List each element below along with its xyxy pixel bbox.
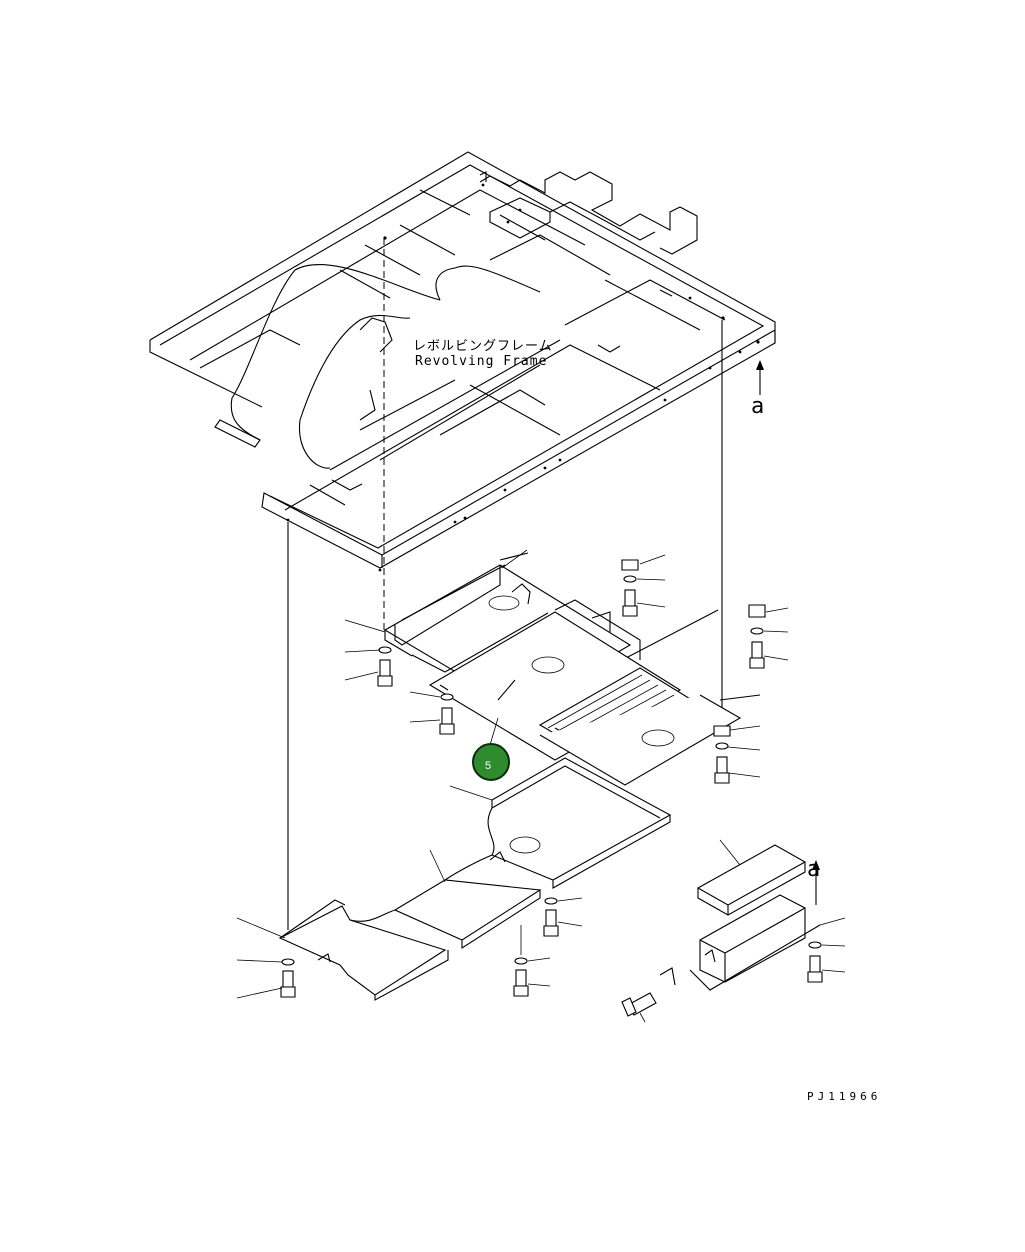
view-arrow-label-top: a [751, 394, 765, 419]
upper-cover-assembly [383, 552, 761, 786]
frame-label-japanese: レボルビングフレーム [413, 339, 553, 354]
battery-box [659, 844, 821, 991]
leader-lines [236, 549, 846, 1023]
lower-covers [278, 757, 672, 1001]
view-arrows [756, 360, 820, 905]
callout-marker-5[interactable]: 5 [472, 743, 510, 781]
revolving-frame [149, 151, 776, 572]
view-arrow-label-bottom: a [807, 857, 821, 882]
alignment-lines [287, 238, 723, 930]
frame-label-english: Revolving Frame [415, 354, 548, 369]
callout-number: 5 [485, 760, 492, 772]
fasteners [280, 559, 823, 1017]
drawing-part-code: PJ11966 [807, 1090, 882, 1103]
